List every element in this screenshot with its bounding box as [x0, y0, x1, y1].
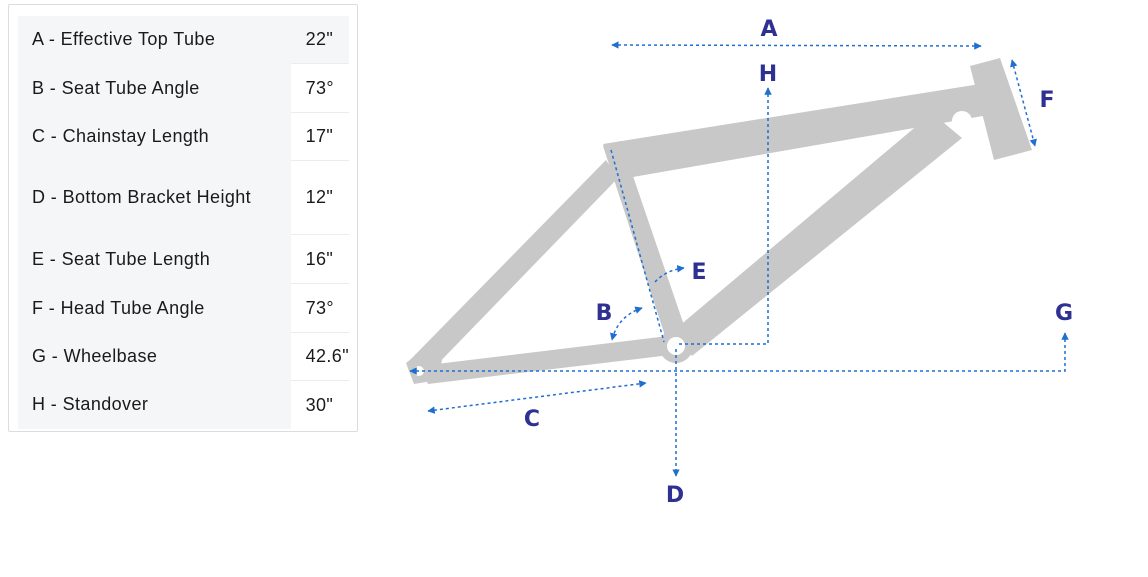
table-row: B - Seat Tube Angle 73° — [18, 63, 349, 113]
marker-h: H — [759, 62, 777, 87]
dim-f-line — [1010, 59, 1037, 147]
table-row: C - Chainstay Length 17" — [18, 112, 349, 161]
row-value: 42.6" — [290, 332, 349, 381]
dim-a-line — [611, 41, 982, 50]
row-value: 12" — [290, 160, 349, 235]
row-value: 73° — [290, 283, 349, 333]
marker-c: C — [524, 407, 540, 432]
row-value: 73° — [290, 63, 349, 113]
top-tube — [603, 84, 1000, 180]
table-row: H - Standover 30" — [18, 380, 349, 429]
table-row: F - Head Tube Angle 73° — [18, 283, 349, 333]
dim-g-line — [409, 332, 1069, 375]
dimension-lines — [409, 41, 1069, 477]
bottom-bracket-bore — [667, 337, 685, 355]
marker-a: A — [760, 17, 777, 42]
row-value: 16" — [290, 234, 349, 284]
row-label: A - Effective Top Tube — [18, 16, 291, 64]
row-value: 22" — [290, 16, 349, 64]
geometry-table: A - Effective Top Tube 22" B - Seat Tube… — [18, 16, 349, 429]
row-label: E - Seat Tube Length — [18, 234, 291, 284]
table-row: E - Seat Tube Length 16" — [18, 234, 349, 284]
dim-c-line — [427, 380, 647, 414]
row-value: 30" — [305, 394, 334, 415]
row-label: F - Head Tube Angle — [18, 283, 291, 333]
row-value: 17" — [290, 112, 349, 161]
table-row: A - Effective Top Tube 22" — [18, 16, 349, 64]
row-label: C - Chainstay Length — [18, 112, 291, 161]
marker-e: E — [691, 260, 706, 285]
marker-b: B — [596, 301, 613, 326]
bike-frame — [406, 58, 1032, 384]
dim-b-arc — [610, 306, 643, 341]
table-row: D - Bottom Bracket Height 12" — [18, 160, 349, 235]
dim-h-line — [678, 87, 772, 345]
down-tube — [672, 113, 962, 356]
marker-f: F — [1039, 88, 1054, 113]
seat-tube — [603, 141, 688, 345]
table-row: G - Wheelbase 42.6" — [18, 332, 349, 381]
dim-e-arc — [654, 265, 685, 283]
row-label: G - Wheelbase — [18, 332, 291, 381]
marker-g: G — [1055, 301, 1073, 326]
row-label: H - Standover — [18, 380, 291, 429]
row-label: B - Seat Tube Angle — [18, 63, 291, 113]
marker-d: D — [666, 483, 684, 508]
head-tube-hole — [952, 111, 972, 131]
seat-stay — [410, 160, 618, 372]
row-label: D - Bottom Bracket Height — [18, 160, 291, 235]
